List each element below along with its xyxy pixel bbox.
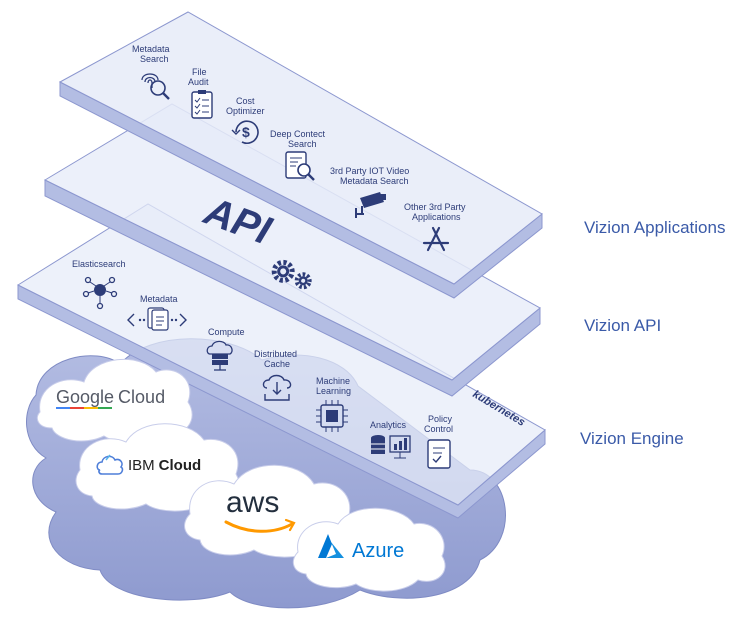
policy-label: Policy xyxy=(428,414,453,424)
aws-logo: aws xyxy=(226,486,279,519)
deep-contect-label: Deep Contect xyxy=(270,129,326,139)
policy-document-icon xyxy=(427,439,451,469)
analytics-label: Analytics xyxy=(370,420,407,430)
file-label: File xyxy=(192,67,207,77)
database-chart-icon xyxy=(371,435,411,459)
applications-layer: Metadata Search File Audit Cost Optimize… xyxy=(58,11,543,299)
compute-label: Compute xyxy=(208,327,245,337)
deep-search-label: Search xyxy=(288,139,317,149)
applications-label: Applications xyxy=(412,212,461,222)
gears-icon xyxy=(271,259,312,290)
vizion-applications-label: Vizion Applications xyxy=(584,218,725,237)
iot-metadata-label: Metadata Search xyxy=(340,176,409,186)
cloud-server-icon xyxy=(206,340,233,371)
azure-logo: Azure xyxy=(352,540,404,562)
cost-label: Cost xyxy=(236,96,255,106)
vizion-engine-label: Vizion Engine xyxy=(580,429,684,448)
api-layer: API xyxy=(43,103,541,397)
metadata-engine-label: Metadata xyxy=(140,294,178,304)
azure-icon xyxy=(318,534,344,558)
cpu-chip-icon xyxy=(316,400,348,432)
audit-label: Audit xyxy=(188,77,209,87)
fingerprint-search-icon xyxy=(141,73,170,100)
control-label: Control xyxy=(424,424,453,434)
ibm-cloud-icon xyxy=(96,454,124,475)
cache-label: Cache xyxy=(264,359,290,369)
metadata-label: Metadata xyxy=(132,44,170,54)
azure-badge: Azure xyxy=(292,507,446,592)
cloud-download-icon xyxy=(262,374,292,401)
engine-layer xyxy=(16,203,546,519)
iot-video-label: 3rd Party IOT Video xyxy=(330,166,409,176)
machine-label: Machine xyxy=(316,376,350,386)
optimizer-label: Optimizer xyxy=(226,106,265,116)
vizion-api-label: Vizion API xyxy=(584,316,661,335)
cloud-word: Cloud xyxy=(118,387,165,407)
svg-text:$: $ xyxy=(242,124,250,140)
learning-label: Learning xyxy=(316,386,351,396)
checklist-icon xyxy=(191,90,213,119)
security-camera-icon xyxy=(355,192,386,218)
ibm-cloud-word: Cloud xyxy=(159,457,202,474)
other-party-label: Other 3rd Party xyxy=(404,202,466,212)
app-store-icon xyxy=(422,226,450,252)
document-search-icon xyxy=(285,151,315,181)
elasticsearch-label: Elasticsearch xyxy=(72,259,126,269)
distributed-label: Distributed xyxy=(254,349,297,359)
dollar-refresh-icon: $ xyxy=(231,120,259,144)
network-nodes-icon xyxy=(82,276,118,310)
code-files-icon xyxy=(127,307,187,331)
google-word: Google xyxy=(56,387,114,407)
search-label: Search xyxy=(140,54,169,64)
ibm-word: IBM xyxy=(128,457,155,474)
